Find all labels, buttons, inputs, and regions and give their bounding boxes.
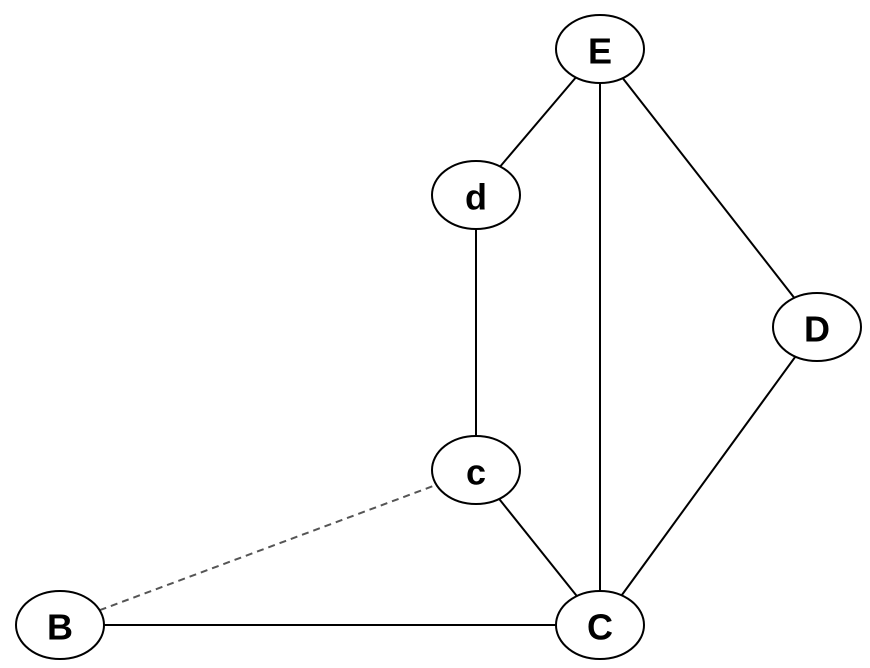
node-B-shape — [15, 590, 105, 660]
edges-layer — [99, 76, 797, 626]
node-E-label: E — [588, 31, 612, 72]
node-B: B — [15, 590, 105, 660]
node-B-label: B — [47, 607, 73, 648]
node-E: E — [555, 14, 645, 84]
edge-E-D — [621, 77, 796, 299]
edge-B-c — [99, 483, 437, 612]
node-d-label: d — [465, 177, 487, 218]
node-C: C — [555, 590, 645, 660]
node-D-label: D — [804, 309, 830, 350]
node-C-label: C — [587, 607, 613, 648]
node-c-shape — [431, 435, 521, 505]
edge-c-C — [498, 498, 578, 597]
node-c-label: c — [466, 452, 486, 493]
node-C-shape — [555, 590, 645, 660]
edge-D-C — [620, 356, 797, 596]
node-E-shape — [555, 14, 645, 84]
node-D: D — [772, 292, 862, 362]
node-c: c — [431, 435, 521, 505]
node-d-shape — [431, 160, 521, 230]
nodes-layer: E d D c B C — [15, 14, 862, 660]
node-D-shape — [772, 292, 862, 362]
node-d: d — [431, 160, 521, 230]
edge-E-d — [499, 76, 577, 168]
